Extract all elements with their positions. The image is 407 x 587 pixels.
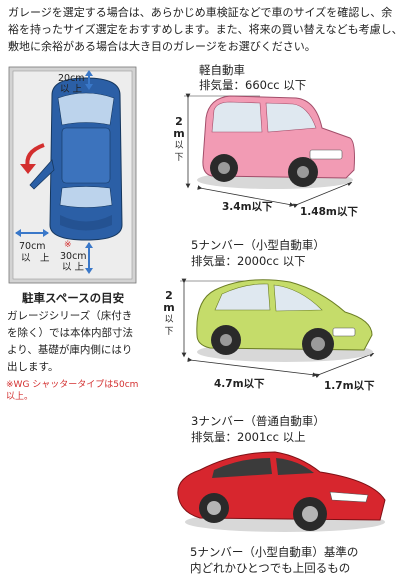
car-compact-width: 1.7m以下	[324, 380, 375, 392]
rear-clearance-mark: ※	[64, 240, 72, 250]
car-compact-displacement: 排気量：2000cc 以下	[191, 254, 306, 268]
side-clearance-sub: 以 上	[21, 253, 50, 264]
car-compact-name: 5ナンバー（小型自動車）	[191, 238, 325, 252]
car-kei-length: 3.4m以下	[222, 201, 273, 213]
parking-diagram	[8, 66, 137, 284]
car-kei-width: 1.48m以下	[300, 206, 358, 218]
car-kei-name: 軽自動車	[199, 63, 245, 77]
car-sedan-illustration	[177, 451, 386, 532]
parking-space-title: 駐車スペースの目安	[22, 291, 125, 305]
car-sedan-criteria-line2: 内どれかひとつでも上回るもの	[190, 561, 351, 575]
rear-clearance-sub: 以 上	[62, 262, 85, 273]
shutter-type-note: ※WG シャッタータイプは50cm 以上。	[6, 380, 139, 402]
intro-paragraph: ガレージを選定する場合は、あらかじめ車検証などで車のサイズを確認し、余裕を持った…	[8, 6, 403, 53]
arrow-down-icon	[85, 242, 93, 274]
car-sedan-displacement: 排気量：2001cc 以上	[191, 430, 306, 444]
parking-space-description: ガレージシリーズ（床付きを除く）では本体内部寸法より、基礎が庫内側にはり出します…	[7, 310, 133, 373]
rear-clearance-value: 30cm	[60, 251, 87, 262]
top-clearance-value: 20cm	[58, 73, 85, 84]
top-view-car	[29, 77, 123, 241]
car-sedan-name: 3ナンバー（普通自動車）	[191, 414, 325, 428]
side-clearance-value: 70cm	[19, 241, 46, 252]
car-compact-illustration	[180, 278, 375, 379]
arrow-left-icon	[15, 229, 49, 237]
car-sedan-criteria-line1: 5ナンバー（小型自動車）基準の	[190, 545, 359, 559]
top-clearance-sub: 以 上	[60, 84, 83, 95]
car-compact-length: 4.7m以下	[214, 378, 265, 390]
arrow-up-icon	[85, 70, 93, 90]
car-kei-displacement: 排気量：660cc 以下	[199, 78, 307, 92]
car-kei-illustration	[184, 93, 355, 209]
